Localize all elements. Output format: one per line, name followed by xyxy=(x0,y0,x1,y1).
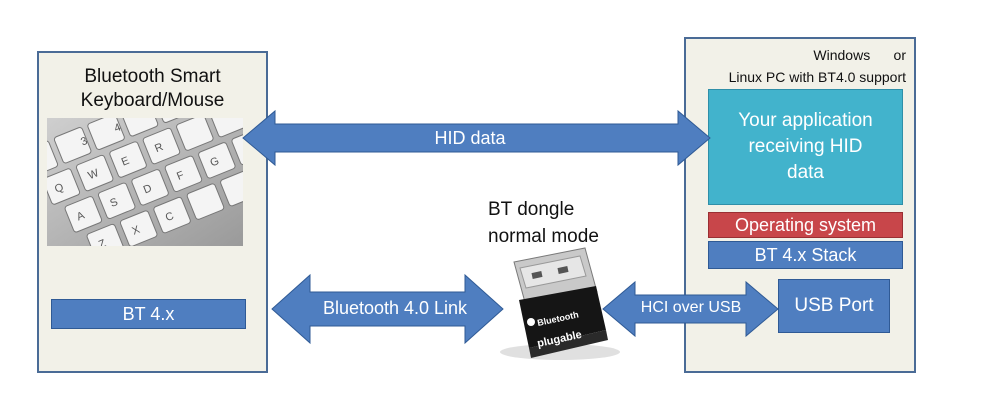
key-s: S xyxy=(108,196,119,210)
dongle-caption-line1: BT dongle xyxy=(488,199,575,220)
keyboard-mouse-panel: Bluetooth Smart Keyboard/Mouse xyxy=(37,51,268,373)
key-f: F xyxy=(175,169,186,183)
key-4: 4 xyxy=(113,121,123,134)
key-a: A xyxy=(75,209,87,223)
pc-panel-title: Windows or Linux PC with BT4.0 support xyxy=(686,44,906,88)
hid-data-arrow xyxy=(242,109,711,167)
dongle-caption-line2: normal mode xyxy=(488,226,599,247)
usb-port-box: USB Port xyxy=(778,279,890,333)
pc-title-line2: Linux PC with BT4.0 support xyxy=(728,69,906,85)
key-x: X xyxy=(130,224,142,238)
keyboard-image: 3 4 Q W E R A S D F G Z X C xyxy=(47,118,243,246)
application-box: Your application receiving HID data xyxy=(708,89,903,205)
key-r: R xyxy=(153,141,165,155)
app-line2: receiving HID xyxy=(748,136,863,157)
hci-over-usb-arrow xyxy=(602,280,779,338)
operating-system-box: Operating system xyxy=(708,212,903,238)
key-z: Z xyxy=(97,237,108,246)
key-e: E xyxy=(120,155,131,169)
app-line3: data xyxy=(787,162,824,183)
bt-4x-box: BT 4.x xyxy=(51,299,246,329)
app-line1: Your application xyxy=(738,110,873,131)
keyboard-mouse-title: Bluetooth Smart Keyboard/Mouse xyxy=(39,65,266,113)
key-g: G xyxy=(208,155,220,169)
left-title-line2: Keyboard/Mouse xyxy=(80,90,225,111)
key-3: 3 xyxy=(79,135,89,148)
key-c: C xyxy=(164,210,176,224)
hci-label: HCI over USB xyxy=(640,299,742,316)
bt-stack-box: BT 4.x Stack xyxy=(708,241,903,269)
left-title-line1: Bluetooth Smart xyxy=(84,66,221,87)
dongle-caption: BT dongle normal mode xyxy=(488,196,628,250)
pc-title-line1: Windows or xyxy=(813,47,906,63)
bluetooth-link-arrow xyxy=(271,273,504,345)
bluetooth-link-label: Bluetooth 4.0 Link xyxy=(322,298,468,318)
key-d: D xyxy=(142,182,154,196)
key-w: W xyxy=(86,167,101,182)
bluetooth-dongle: Bluetooth plugable xyxy=(500,247,620,360)
hid-data-label: HID data xyxy=(434,128,506,148)
